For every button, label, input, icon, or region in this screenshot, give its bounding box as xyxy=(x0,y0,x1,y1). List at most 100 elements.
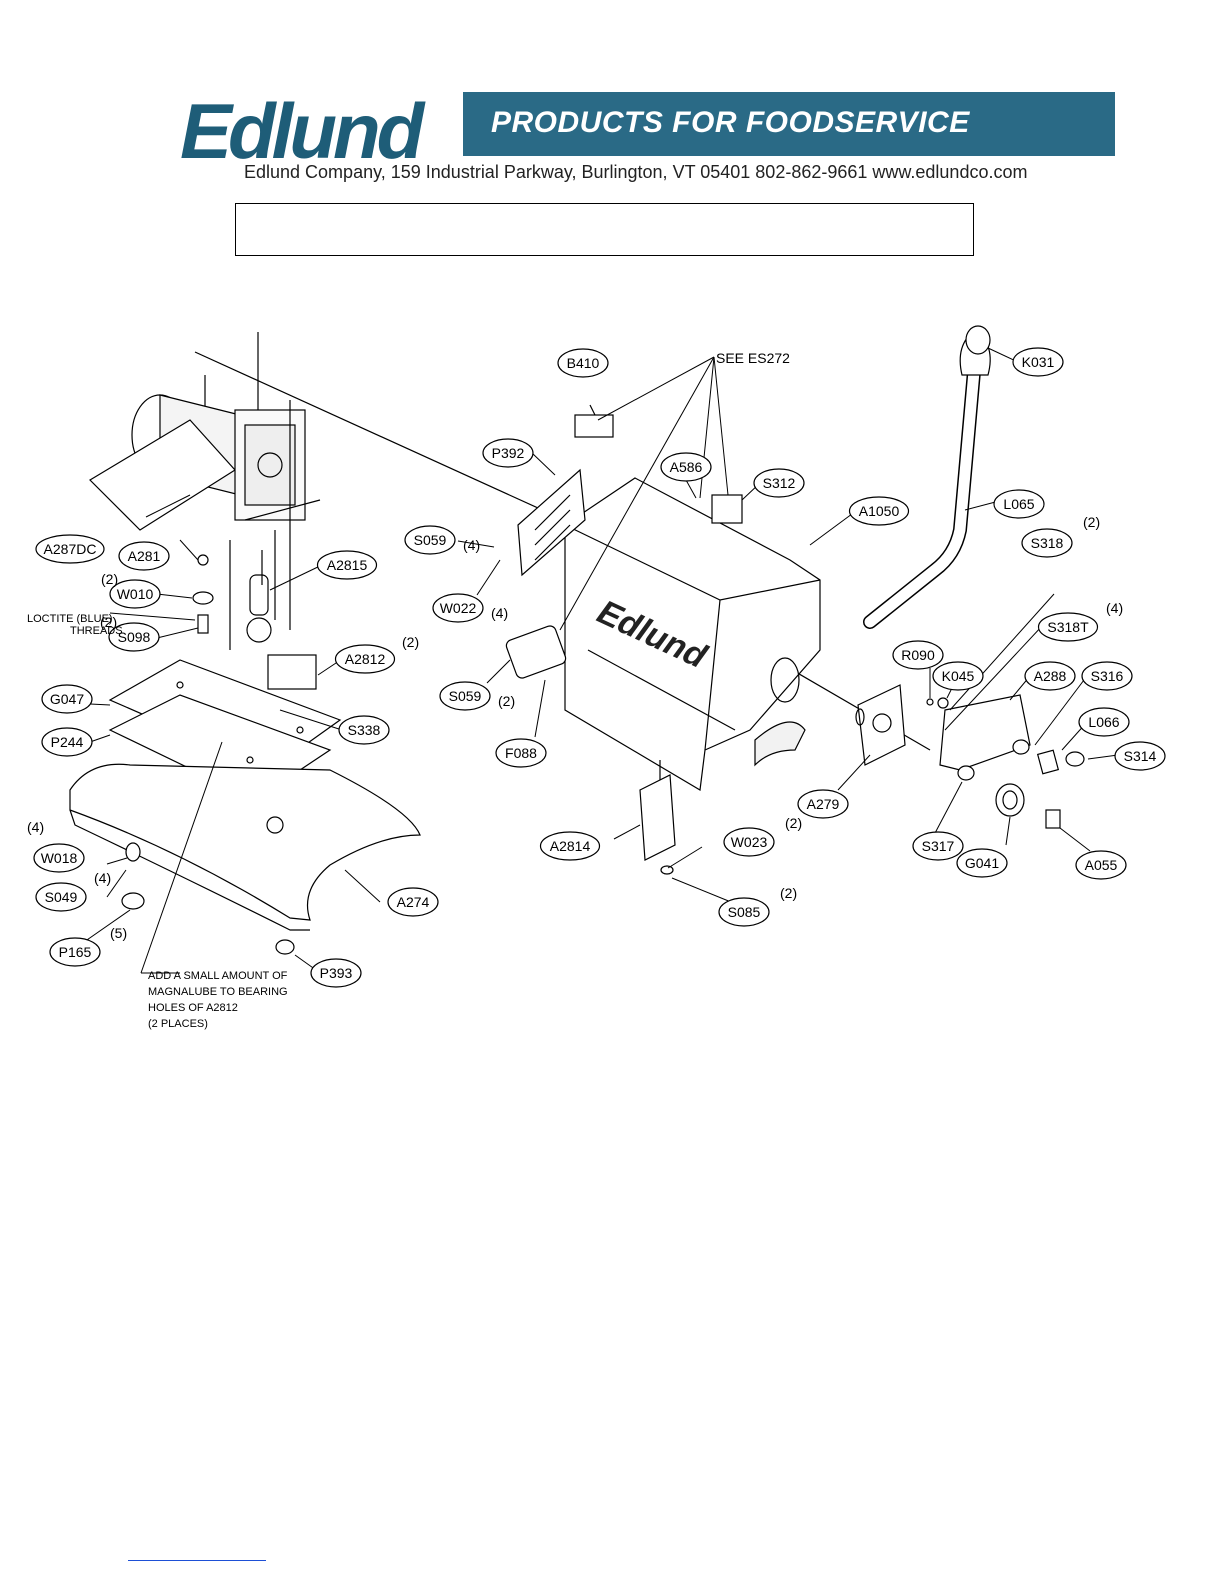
part-number: A274 xyxy=(397,894,430,910)
note-magnalube-line2: MAGNALUBE TO BEARING xyxy=(148,986,288,998)
callout-bubble xyxy=(387,887,439,917)
part-number: A281 xyxy=(128,548,161,564)
part-number: W023 xyxy=(731,834,768,850)
note-loctite-line1: LOCTITE (BLUE) xyxy=(27,613,113,625)
part-quantity: (5) xyxy=(110,925,127,941)
callout-bubble xyxy=(892,640,944,670)
callout-a287dc: A287DC xyxy=(35,534,105,564)
callout-s098: S098(2) xyxy=(100,614,160,652)
callout-bubble xyxy=(1037,612,1099,642)
part-quantity: (2) xyxy=(101,571,118,587)
part-number: A1050 xyxy=(859,503,900,519)
callout-a281: A281 xyxy=(118,541,170,571)
callout-bubble xyxy=(1024,661,1076,691)
callout-s338: S338 xyxy=(338,715,390,745)
part-number: P392 xyxy=(492,445,525,461)
callout-bubble xyxy=(404,525,456,555)
part-quantity: (4) xyxy=(27,819,44,835)
callout-bubble xyxy=(49,937,101,967)
callout-bubble xyxy=(753,468,805,498)
callout-s049: S049(4) xyxy=(35,870,111,912)
callout-a274: A274 xyxy=(387,887,439,917)
callout-b410: B410 xyxy=(557,348,609,378)
part-number: P393 xyxy=(320,965,353,981)
callout-p392: P392 xyxy=(482,438,534,468)
part-number: S059 xyxy=(449,688,482,704)
part-number: K031 xyxy=(1022,354,1055,370)
part-number: S318T xyxy=(1047,619,1089,635)
callout-bubble xyxy=(1075,850,1127,880)
part-number: A2812 xyxy=(345,651,386,667)
callout-s059: S059 (2) xyxy=(439,681,515,711)
callout-w018: W018(4) xyxy=(27,819,85,873)
company-address: Edlund Company, 159 Industrial Parkway, … xyxy=(244,162,1028,182)
bearing-block xyxy=(267,654,317,690)
callout-s317: S317 xyxy=(912,831,964,861)
callout-bubble xyxy=(316,550,378,580)
callout-a2815: A2815 xyxy=(316,550,378,580)
callout-s318t: S318T(4) xyxy=(1037,600,1123,642)
callout-bubble xyxy=(993,489,1045,519)
part-number: P165 xyxy=(59,944,92,960)
callout-bubble xyxy=(956,848,1008,878)
note-magnalube-line3: HOLES OF A2812 xyxy=(148,1002,238,1014)
callout-bubble xyxy=(108,622,160,652)
title-box xyxy=(235,203,974,256)
note-loctite-line2: THREADS xyxy=(70,625,123,637)
callout-bubble xyxy=(1114,741,1166,771)
callout-bubble xyxy=(35,882,87,912)
part-quantity: (2) xyxy=(780,885,797,901)
callout-bubble xyxy=(660,452,712,482)
part-number: W022 xyxy=(440,600,477,616)
part-quantity: (2) xyxy=(402,634,419,650)
part-number: G047 xyxy=(50,691,84,707)
callout-bubble xyxy=(109,579,161,609)
callout-a1050: A1050 xyxy=(848,496,910,526)
callout-g041: G041 xyxy=(956,848,1008,878)
callout-bubble xyxy=(1012,347,1064,377)
part-number: S059 xyxy=(414,532,447,548)
part-number: W010 xyxy=(117,586,154,602)
plate-a279 xyxy=(857,684,906,766)
callout-bubble xyxy=(1078,707,1130,737)
part-number: S049 xyxy=(45,889,78,905)
callout-bubble xyxy=(482,438,534,468)
part-number: G041 xyxy=(965,855,999,871)
part-number: A279 xyxy=(807,796,840,812)
part-quantity: (2) xyxy=(498,693,515,709)
callout-bubble xyxy=(539,831,601,861)
callout-s312: S312 xyxy=(753,468,805,498)
part-number: S312 xyxy=(763,475,796,491)
callout-bubble xyxy=(557,348,609,378)
callout-a055: A055 xyxy=(1075,850,1127,880)
callout-w010: W010(2) xyxy=(101,571,161,609)
tagline: PRODUCTS FOR FOODSERVICE xyxy=(491,106,970,139)
callout-bubble xyxy=(118,541,170,571)
note-magnalube-line1: ADD A SMALL AMOUNT OF xyxy=(148,970,288,982)
bracket xyxy=(639,774,676,861)
part-number: A2815 xyxy=(327,557,368,573)
callout-a586: A586 xyxy=(660,452,712,482)
part-number: S085 xyxy=(728,904,761,920)
banner: PRODUCTS FOR FOODSERVICE xyxy=(463,92,1115,156)
part-number: A288 xyxy=(1034,668,1067,684)
housing: Edlund xyxy=(564,477,821,791)
note-magnalube-line4: (2 PLACES) xyxy=(148,1018,208,1030)
callout-s059: S059(4) xyxy=(404,525,480,555)
part-quantity: (2) xyxy=(1083,514,1100,530)
part-quantity: (2) xyxy=(100,614,117,630)
callout-bubble xyxy=(912,831,964,861)
callout-bubble xyxy=(439,681,491,711)
motor-assembly xyxy=(89,394,321,630)
callout-k031: K031 xyxy=(1012,347,1064,377)
callout-a2814: A2814 xyxy=(539,831,601,861)
part-number: K045 xyxy=(942,668,975,684)
edlund-logo: Edlund xyxy=(180,87,424,175)
callout-p165: P165 (5) xyxy=(49,925,127,967)
callout-l066: L066 xyxy=(1078,707,1130,737)
callout-bubble xyxy=(41,684,93,714)
part-number: S338 xyxy=(348,722,381,738)
linkage xyxy=(246,550,272,643)
part-number: B410 xyxy=(567,355,600,371)
callout-p393: P393 xyxy=(310,958,362,988)
